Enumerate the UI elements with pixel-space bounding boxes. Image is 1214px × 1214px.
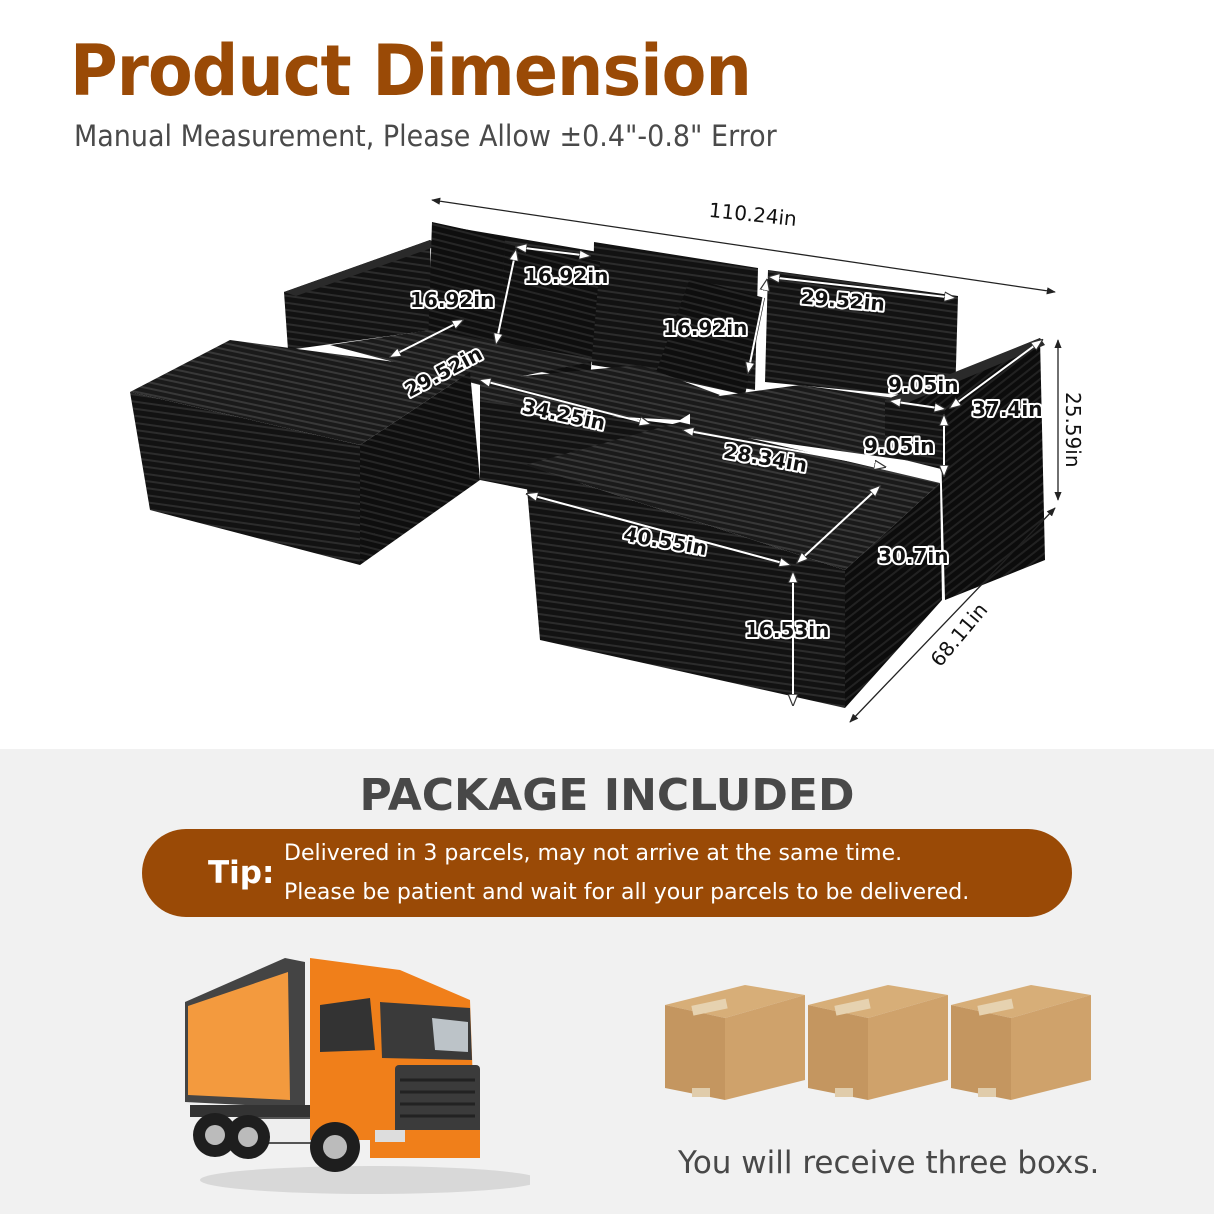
sofa-illustration: 110.24in 25.59in 68.11in 16.92in 16.92in…: [130, 197, 1085, 723]
dim-total-height: 25.59in: [1061, 392, 1085, 468]
dim-left-pillow-width: 16.92in: [524, 264, 608, 288]
dim-arm-height: 9.05in: [864, 434, 934, 458]
box-2: [808, 985, 948, 1100]
delivery-truck-image: [185, 958, 530, 1194]
package-included-heading: PACKAGE INCLUDED: [359, 770, 855, 821]
dim-ottoman-depth: 30.7in: [878, 544, 948, 568]
sofa-left-ottoman: [130, 340, 480, 565]
component-dimension-lines: [390, 247, 1042, 705]
page-title: Product Dimension: [70, 30, 752, 112]
box-3: [951, 985, 1091, 1100]
tip-label: Tip:: [208, 855, 275, 891]
dim-arm-depth: 37.4in: [972, 397, 1042, 421]
dim-middle-pillow-height: 16.92in: [663, 316, 747, 340]
dim-left-pillow-height: 16.92in: [410, 288, 494, 312]
box-1: [665, 985, 805, 1100]
dim-total-width: 110.24in: [708, 198, 798, 231]
tip-line: Please be patient and wait for all your …: [284, 880, 970, 905]
tip-line: Delivered in 3 parcels, may not arrive a…: [284, 841, 903, 866]
dim-arm-width: 9.05in: [888, 373, 958, 397]
measurement-note: Manual Measurement, Please Allow ±0.4"-0…: [74, 119, 777, 153]
delivery-tip-banner: Tip: Delivered in 3 parcels, may not arr…: [142, 829, 1072, 917]
receive-boxes-note: You will receive three boxs.: [678, 1145, 1100, 1181]
dim-ottoman-height: 16.53in: [745, 618, 829, 642]
three-boxes-image: [665, 985, 1091, 1100]
